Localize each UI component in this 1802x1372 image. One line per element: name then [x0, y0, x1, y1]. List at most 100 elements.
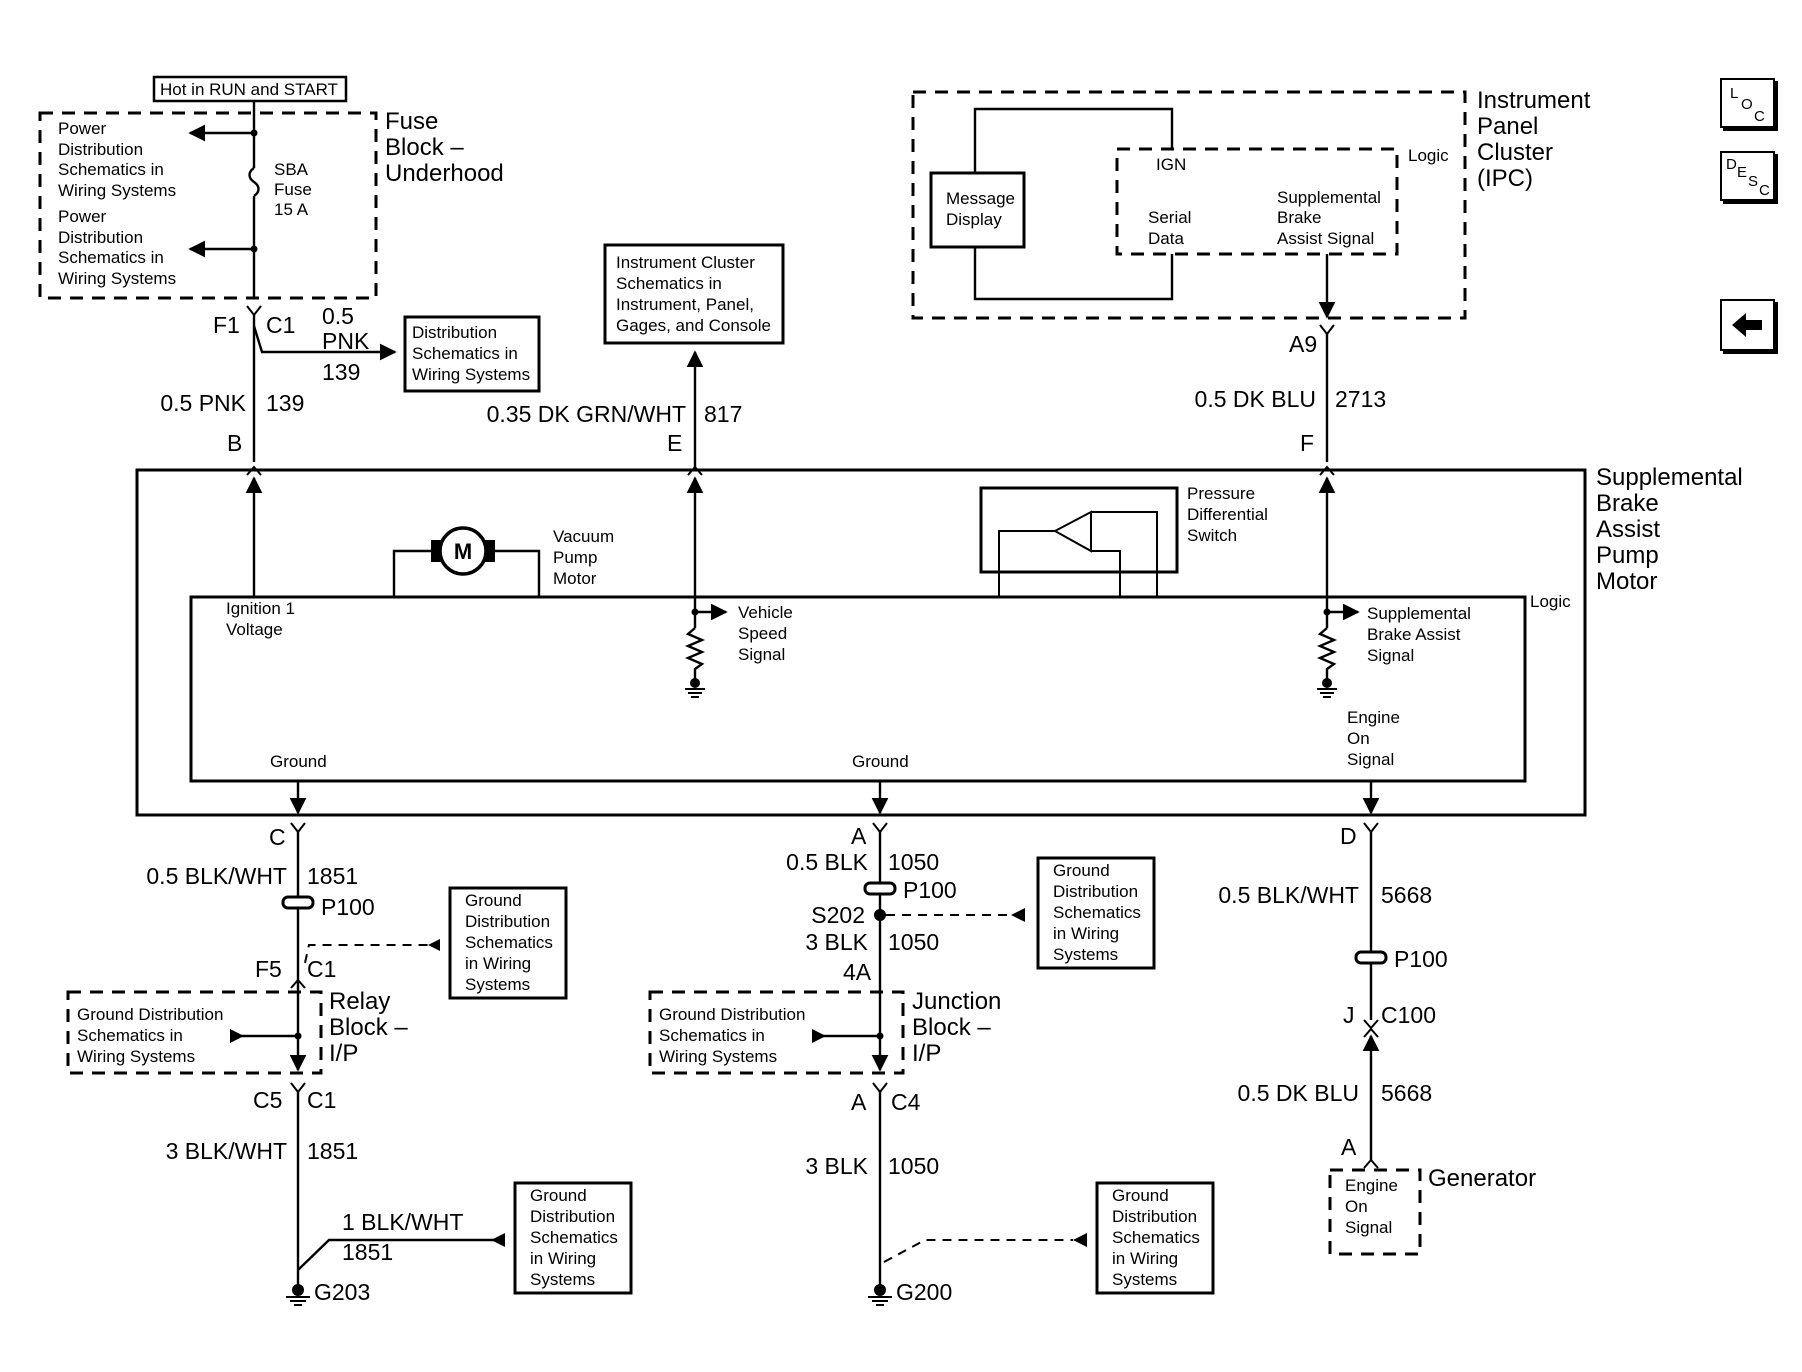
sba-ground-icon — [1317, 688, 1337, 698]
ipc-outline — [911, 90, 1467, 320]
fuse-icon — [248, 167, 260, 197]
loc-letter-c: C — [1754, 108, 1765, 125]
supplemental-brake-assist-module: Supplemental Brake Assist Pump Motor Log… — [135, 464, 1743, 817]
wire-gauge-pnk: 0.5 PNK — [160, 390, 246, 416]
mid-gd-1: Ground — [1053, 861, 1110, 880]
wire-gauge-dk-blu: 0.5 DK BLU — [1195, 386, 1316, 412]
wire-circuit-139: 139 — [266, 390, 304, 416]
ground-left-label: Ground — [270, 752, 327, 771]
dist-box-line-3: Wiring Systems — [412, 365, 530, 384]
mid-gd2-5: Systems — [1112, 1270, 1177, 1289]
distribution-schematics-link-box[interactable] — [403, 315, 541, 393]
junction-gd-2: Schematics in — [659, 1026, 765, 1045]
junction-block-outline — [648, 990, 905, 1075]
c4-label: C4 — [891, 1089, 921, 1115]
module-logic-box — [189, 595, 1527, 783]
back-button[interactable] — [1720, 299, 1775, 351]
vehicle-speed-wiring: Instrument Cluster Schematics in Instrum… — [487, 243, 785, 476]
power-distribution-lower-4: Wiring Systems — [58, 269, 176, 288]
engine-on-label-3: Signal — [1347, 750, 1394, 769]
power-distribution-lower-1: Power — [58, 207, 107, 226]
motor-label-1: Vacuum — [553, 527, 614, 546]
relay-block-title-2: Block – — [329, 1014, 408, 1041]
ic-box-line-2: Schematics in — [616, 274, 722, 293]
s202-label: S202 — [811, 902, 865, 928]
instrument-panel-cluster: Instrument Panel Cluster (IPC) Message D… — [911, 87, 1591, 320]
mid-gd2-2: Distribution — [1112, 1207, 1197, 1226]
mid-gd-4: in Wiring — [1053, 924, 1119, 943]
ground-mid-label: Ground — [852, 752, 909, 771]
left-gd-box-5: Systems — [465, 975, 530, 994]
hot-in-run-start-box — [152, 75, 348, 103]
relay-gd-1: Ground Distribution — [77, 1005, 223, 1024]
engine-on-label-2: On — [1347, 729, 1370, 748]
mid-ground-dist-link-box[interactable] — [1036, 856, 1156, 970]
motor-symbol: M — [454, 539, 472, 564]
desc-letter-e: E — [1737, 164, 1748, 181]
sba-fuse-label-3: 15 A — [274, 200, 309, 219]
left-gd2-5: Systems — [530, 1270, 595, 1289]
g203-ground-icon — [286, 1296, 310, 1306]
sba-label-1: Supplemental — [1367, 604, 1471, 623]
pin-4a-label: 4A — [843, 959, 872, 985]
sba-fuse-label-2: Fuse — [274, 180, 312, 199]
pin-a9-label: A9 — [1289, 331, 1317, 357]
loc-letter-o: O — [1741, 96, 1753, 113]
mid-wire-circuit-1: 1050 — [888, 849, 939, 875]
wire-gauge-dk-grn-wht: 0.35 DK GRN/WHT — [487, 401, 686, 427]
power-distribution-upper-2: Distribution — [58, 140, 143, 159]
sba-signal-wiring: A9 0.5 DK BLU 2713 F — [1195, 324, 1386, 476]
ipc-sba-signal-1: Supplemental — [1277, 188, 1381, 207]
fuse-block-outline — [38, 111, 378, 300]
fuse-block-title-1: Fuse — [385, 108, 438, 135]
vss-label-2: Speed — [738, 624, 787, 643]
location-button[interactable]: L O C — [1720, 78, 1775, 128]
instrument-cluster-link-box[interactable] — [603, 243, 785, 345]
ic-box-line-1: Instrument Cluster — [616, 253, 755, 272]
ignition-voltage-label-1: Ignition 1 — [226, 599, 295, 618]
ground-circuit-g203: C 0.5 BLK/WHT 1851 P100 Ground Distribut… — [66, 822, 633, 1306]
mid-wire-gauge-3: 3 BLK — [805, 1153, 868, 1179]
power-distribution-upper-4: Wiring Systems — [58, 181, 176, 200]
left-ground-dist-link-box-2[interactable] — [513, 1181, 633, 1295]
junction-block-title-1: Junction — [912, 988, 1001, 1015]
right-p100-label: P100 — [1394, 946, 1448, 972]
relay-gd-3: Wiring Systems — [77, 1047, 195, 1066]
junction-block-title-3: I/P — [912, 1040, 941, 1067]
mid-gd2-4: in Wiring — [1112, 1249, 1178, 1268]
message-display-label-2: Display — [946, 210, 1002, 229]
vss-label-1: Vehicle — [738, 603, 793, 622]
power-distribution-lower-3: Schematics in — [58, 248, 164, 267]
mid-gd-2: Distribution — [1053, 882, 1138, 901]
fuse-block-title-3: Underhood — [385, 160, 504, 187]
message-display-box — [929, 171, 1026, 249]
right-wire-gauge-2: 0.5 DK BLU — [1238, 1080, 1359, 1106]
s202-splice-icon — [874, 909, 886, 921]
ipc-title-3: Cluster — [1477, 139, 1553, 166]
mid-gd-3: Schematics — [1053, 903, 1141, 922]
description-button[interactable]: D E S C — [1720, 151, 1775, 201]
sba-label-2: Brake Assist — [1367, 625, 1461, 644]
mid-wire-gauge-2: 3 BLK — [805, 929, 868, 955]
left-gd2-3: Schematics — [530, 1228, 618, 1247]
p100-passthrough-icon — [281, 895, 315, 910]
pin-b-label: B — [227, 430, 242, 456]
pressure-switch-label-2: Differential — [1187, 505, 1268, 524]
mid-ground-dist-link-box-2[interactable] — [1095, 1181, 1215, 1295]
wire-circuit-817: 817 — [704, 401, 742, 427]
relay-gd-2: Schematics in — [77, 1026, 183, 1045]
gen-pin-a-label: A — [1341, 1134, 1357, 1160]
fuse-output-wiring: F1 C1 0.5 PNK 139 Distribution Schematic… — [160, 303, 541, 476]
left-ground-dist-link-box[interactable] — [448, 886, 568, 1000]
fuse-block-title-2: Block – — [385, 134, 464, 161]
module-title-2: Brake — [1596, 490, 1659, 517]
g200-label: G200 — [896, 1279, 952, 1305]
branch-gauge-1: 0.5 — [322, 303, 354, 329]
ipc-logic-label: Logic — [1408, 146, 1449, 165]
left-gd2-2: Distribution — [530, 1207, 615, 1226]
generator-title: Generator — [1428, 1165, 1536, 1192]
ipc-sba-signal-3: Assist Signal — [1277, 229, 1374, 248]
left-gd-box-4: in Wiring — [465, 954, 531, 973]
generator-outline — [1328, 1168, 1422, 1256]
